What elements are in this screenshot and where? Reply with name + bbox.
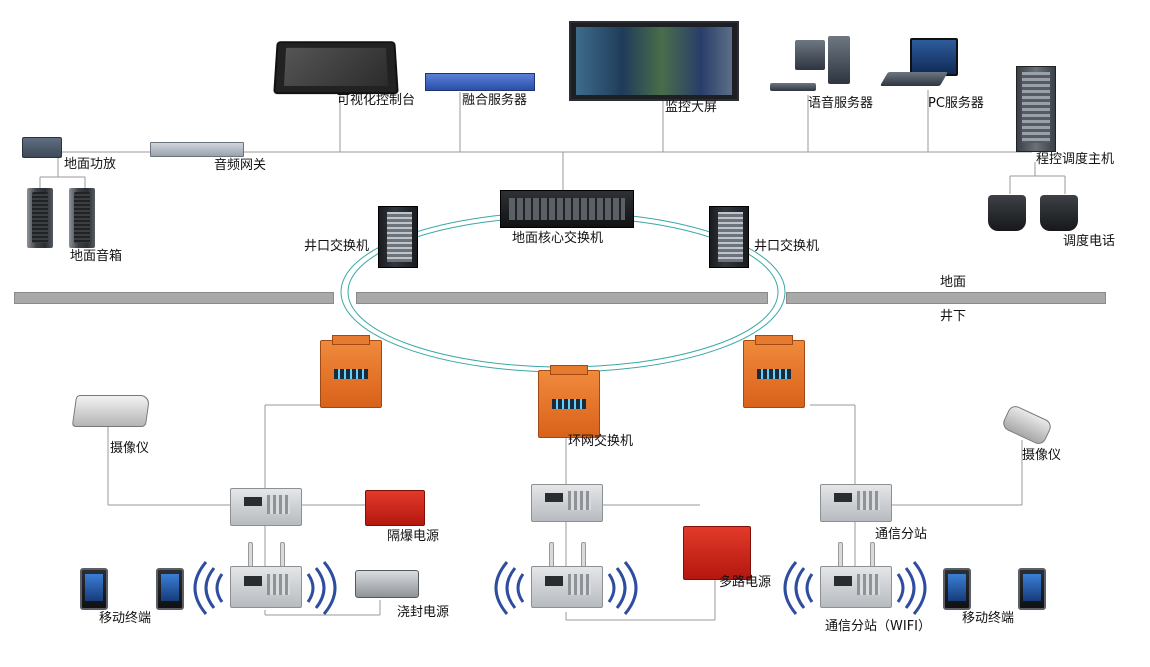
camera-right-label: 摄像仪 (1022, 448, 1062, 463)
multi-power-device (683, 526, 751, 580)
multi-power-label: 多路电源 (719, 575, 772, 590)
surface-underground-divider-middle (356, 292, 768, 304)
wifi-wave-icon (783, 561, 814, 615)
dispatch-host-label: 程控调度主机 (1036, 152, 1115, 167)
ring-switch-left-device (320, 335, 382, 408)
mobile-terminal-left-label: 移动终端 (99, 611, 152, 626)
wellhead-switch-left-label: 井口交换机 (304, 239, 370, 254)
comm-substation-wifi-label: 通信分站（WIFI） (825, 619, 931, 634)
mobile-terminal-right-1 (943, 568, 971, 610)
dispatch-host-cabinet (1016, 66, 1056, 152)
ground-amplifier-device (22, 137, 62, 158)
mobile-terminal-right-2 (1018, 568, 1046, 610)
surface-label: 地面 (940, 275, 967, 290)
wifi-substation-middle (531, 566, 603, 608)
wellhead-switch-right-label: 井口交换机 (754, 239, 820, 254)
dispatch-phone-left (988, 195, 1026, 231)
potted-power-label: 浇封电源 (397, 605, 450, 620)
underground-label: 井下 (940, 309, 967, 324)
comm-substation-label: 通信分站 (875, 527, 928, 542)
ground-amplifier-label: 地面功放 (64, 157, 117, 172)
ground-speaker-right (69, 188, 95, 248)
explosion-proof-power-label: 隔爆电源 (387, 529, 440, 544)
comm-substation-left-top (230, 488, 302, 526)
dispatch-phone-label: 调度电话 (1063, 234, 1116, 249)
pc-server-label: PC服务器 (928, 96, 984, 111)
ring-switch-middle-device (538, 365, 600, 438)
ground-speaker-label: 地面音箱 (70, 249, 123, 264)
voice-server-label: 语音服务器 (808, 96, 874, 111)
audio-gateway-device (150, 142, 244, 157)
wifi-wave-icon (494, 561, 525, 615)
wifi-substation-right (820, 566, 892, 608)
camera-left-label: 摄像仪 (110, 441, 150, 456)
mobile-terminal-left-1 (80, 568, 108, 610)
ring-switch-right-device (743, 335, 805, 408)
mobile-terminal-right-label: 移动终端 (962, 611, 1015, 626)
dispatch-phone-right (1040, 195, 1078, 231)
voice-server-tower (828, 36, 850, 84)
comm-substation-middle-top (531, 484, 603, 522)
wifi-wave-icon (896, 561, 927, 615)
ring-switch-label: 环网交换机 (568, 434, 634, 449)
wifi-wave-icon (193, 561, 224, 615)
core-switch-label: 地面核心交换机 (512, 231, 604, 246)
potted-power-device (355, 570, 419, 598)
wifi-wave-icon (306, 561, 337, 615)
audio-gateway-label: 音频网关 (214, 158, 267, 173)
voice-server-keyboard (770, 83, 816, 91)
monitor-wall-label: 监控大屏 (665, 100, 718, 115)
wellhead-switch-right-device (709, 206, 749, 268)
fusion-server-label: 融合服务器 (462, 93, 528, 108)
wifi-wave-icon (607, 561, 638, 615)
explosion-proof-power-device (365, 490, 425, 526)
surface-underground-divider-left (14, 292, 334, 304)
wifi-substation-left (230, 566, 302, 608)
fusion-server-device (425, 73, 535, 91)
core-switch-device (500, 190, 634, 228)
comm-substation-right-top (820, 484, 892, 522)
ground-speaker-left (27, 188, 53, 248)
mobile-terminal-left-2 (156, 568, 184, 610)
monitor-wall-device (569, 21, 739, 101)
voice-server-monitor (795, 40, 825, 70)
surface-underground-divider-right (786, 292, 1106, 304)
wellhead-switch-left-device (378, 206, 418, 268)
visual-console-label: 可视化控制台 (337, 93, 416, 108)
